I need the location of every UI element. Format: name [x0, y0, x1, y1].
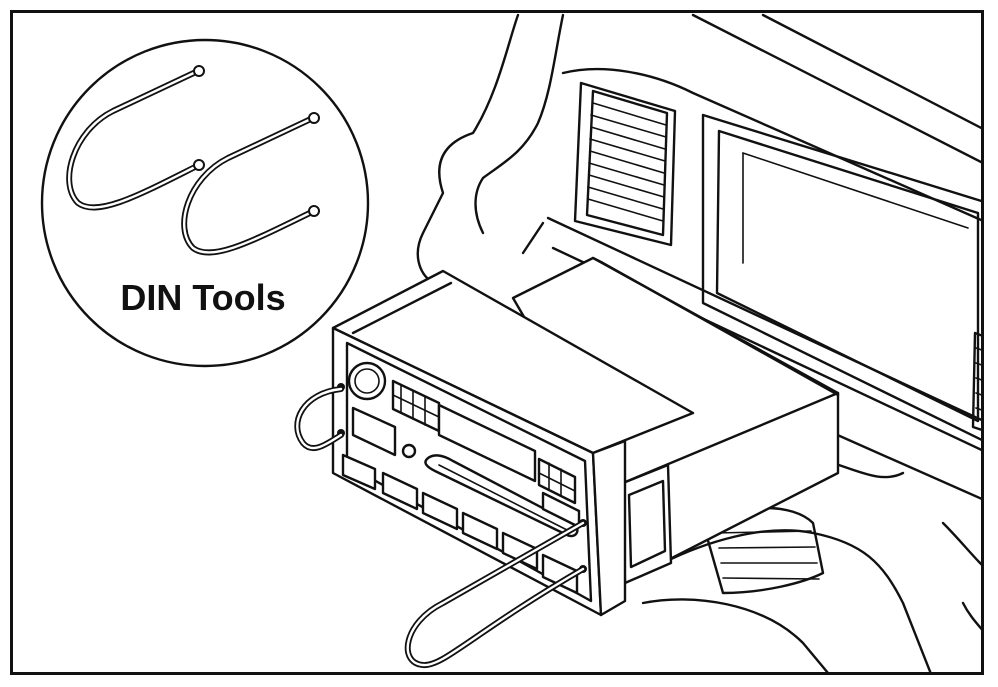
din-tool-icon-2: [181, 112, 320, 256]
illustration: DIN Tools: [40, 13, 981, 672]
diagram-frame: DIN Tools: [10, 10, 984, 675]
din-tool-left-inserted: [294, 386, 344, 451]
dashboard: [416, 13, 981, 672]
din-tool-right-inserted: [404, 520, 586, 669]
din-tools-label: DIN Tools: [120, 277, 285, 318]
air-vent-left: [573, 81, 677, 247]
air-vent-right: [971, 331, 981, 431]
din-tools-callout: DIN Tools: [40, 38, 370, 368]
din-tool-icon-1: [66, 65, 205, 211]
dash-pocket: [701, 113, 981, 441]
radio-unit: [331, 256, 840, 617]
preset-buttons: [341, 453, 579, 595]
